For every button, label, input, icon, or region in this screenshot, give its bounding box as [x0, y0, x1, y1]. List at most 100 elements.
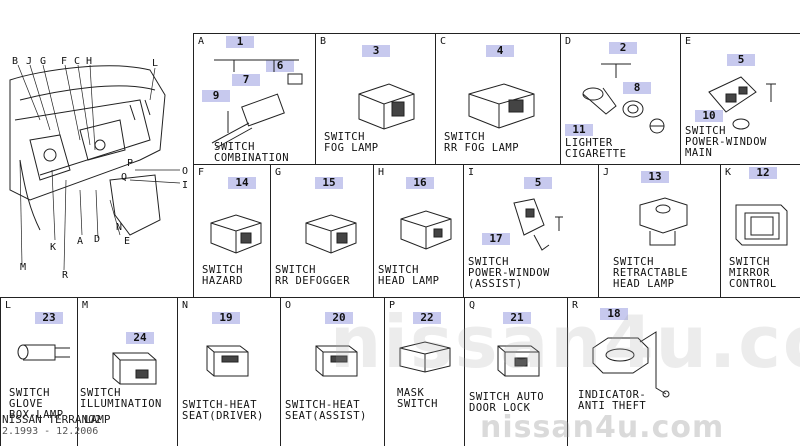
- mirror-control-switch-drawing: [735, 204, 788, 246]
- dash-letter-b: B: [12, 56, 19, 67]
- panel-r: R 18 INDICATOR- ANTI THEFT: [567, 297, 800, 446]
- part-number-9: 9: [202, 90, 230, 102]
- panel-g-label: SWITCH RR DEFOGGER: [275, 264, 351, 287]
- hazard-switch-drawing: [210, 214, 262, 254]
- dash-letter-c: C: [74, 56, 81, 67]
- panel-n-label: SWITCH-HEAT SEAT(DRIVER): [182, 399, 264, 422]
- part-number-4: 4: [486, 45, 514, 57]
- part-number-2: 2: [609, 42, 637, 54]
- anti-theft-indicator-drawing: [592, 331, 670, 398]
- panel-k-label: SWITCH MIRROR CONTROL: [729, 256, 777, 290]
- panel-c: C 4 SWITCH RR FOG LAMP: [435, 33, 560, 164]
- part-number-11: 11: [565, 124, 593, 136]
- panel-b: B 3 SWITCH FOG LAMP: [315, 33, 435, 164]
- panel-o-label: SWITCH-HEAT SEAT(ASSIST): [285, 399, 367, 422]
- panel-o: O 20 SWITCH-HEAT SEAT(ASSIST): [280, 297, 384, 446]
- dash-letter-m: M: [20, 262, 27, 273]
- panel-q-label: SWITCH AUTO DOOR LOCK: [469, 391, 545, 414]
- fog-lamp-switch-drawing: [358, 83, 415, 130]
- panel-e-label: SWITCH POWER-WINDOW MAIN: [685, 125, 767, 159]
- dash-letter-j: J: [26, 56, 33, 67]
- dashboard-illustration: [9, 64, 181, 271]
- panel-j: J 13 SWITCH RETRACTABLE HEAD LAMP: [598, 164, 720, 297]
- part-number-10: 10: [695, 110, 723, 122]
- dash-letter-r: R: [62, 270, 69, 281]
- part-number-14: 14: [228, 177, 256, 189]
- part-number-23: 23: [35, 312, 63, 324]
- panel-b-label: SWITCH FOG LAMP: [324, 131, 379, 154]
- part-number-20: 20: [325, 312, 353, 324]
- panel-a: A 1 7 6 9 SWITCH COMBINATION: [193, 33, 315, 164]
- part-number-8: 8: [623, 82, 651, 94]
- part-number-3: 3: [362, 45, 390, 57]
- dash-letter-n: N: [116, 222, 123, 233]
- dash-letter-a: A: [77, 236, 84, 247]
- dash-letter-h: H: [86, 56, 93, 67]
- power-window-assist-switch-drawing: [513, 198, 563, 251]
- panel-j-label: SWITCH RETRACTABLE HEAD LAMP: [613, 256, 689, 290]
- part-number-21: 21: [503, 312, 531, 324]
- dash-letter-p: P: [127, 158, 134, 169]
- model-name: NISSAN TERRANO2: [2, 413, 102, 426]
- dash-letter-i: I: [182, 180, 189, 191]
- combination-switch-drawing: [211, 59, 303, 149]
- part-number-15: 15: [315, 177, 343, 189]
- panel-i-label: SWITCH POWER-WINDOW (ASSIST): [468, 256, 550, 290]
- part-number-1: 1: [226, 36, 254, 48]
- part-number-22: 22: [413, 312, 441, 324]
- dash-letter-o: O: [182, 166, 189, 177]
- watermark-large: nissan4u.com: [330, 300, 800, 384]
- panel-k: K 12 SWITCH MIRROR CONTROL: [720, 164, 800, 297]
- panel-m-label: SWITCH ILLUMINATION: [80, 387, 162, 410]
- part-number-18: 18: [600, 308, 628, 320]
- production-dates: 2.1993 - 12.2006: [2, 426, 99, 437]
- panel-a-label: SWITCH COMBINATION: [214, 141, 290, 164]
- panel-f-label: SWITCH HAZARD: [202, 264, 243, 287]
- heat-seat-driver-switch-drawing: [206, 345, 249, 377]
- overlap-lamp-text: LAMP: [84, 413, 111, 426]
- illumination-switch-drawing: [112, 352, 157, 385]
- dash-letter-q: Q: [121, 172, 128, 183]
- mask-switch-drawing: [399, 341, 451, 373]
- panel-d-label: LIGHTER CIGARETTE: [565, 137, 627, 160]
- panel-q: Q 21 SWITCH AUTO DOOR LOCK: [464, 297, 567, 446]
- part-number-19: 19: [212, 312, 240, 324]
- part-number-13: 13: [641, 171, 669, 183]
- auto-door-lock-switch-drawing: [497, 345, 540, 377]
- panel-p: P 22 MASK SWITCH: [384, 297, 464, 446]
- panel-d: D 2 8 11 LIGHTER CIGARETTE: [560, 33, 680, 164]
- power-window-main-switch-drawing: [708, 76, 776, 130]
- panel-l-label: SWITCH GLOVE BOX-LAMP: [9, 387, 64, 421]
- panel-r-label: INDICATOR- ANTI THEFT: [578, 389, 647, 412]
- head-lamp-switch-drawing: [400, 210, 452, 250]
- dash-letter-g: G: [40, 56, 47, 67]
- part-number-5-assist: 5: [524, 177, 552, 189]
- dash-letter-e: E: [124, 236, 131, 247]
- rr-defogger-switch-drawing: [305, 214, 357, 254]
- part-number-16: 16: [406, 177, 434, 189]
- watermark-corner: nissan4u.com: [480, 410, 725, 445]
- dash-letter-l: L: [152, 58, 159, 69]
- part-number-7: 7: [232, 74, 260, 86]
- panel-c-label: SWITCH RR FOG LAMP: [444, 131, 520, 154]
- glove-box-lamp-switch-drawing: [17, 344, 70, 361]
- panel-l: L 23 SWITCH GLOVE BOX-LAMP: [0, 297, 77, 446]
- part-number-24: 24: [126, 332, 154, 344]
- panel-g: G 15 SWITCH RR DEFOGGER: [270, 164, 373, 297]
- panel-h-label: SWITCH HEAD LAMP: [378, 264, 440, 287]
- panel-m: M 24 SWITCH ILLUMINATION: [77, 297, 177, 446]
- dash-letter-f: F: [61, 56, 68, 67]
- panel-f: F 14 SWITCH HAZARD: [193, 164, 270, 297]
- dash-letter-k: K: [50, 242, 57, 253]
- panel-i: I 5 17 SWITCH POWER-WINDOW (ASSIST): [463, 164, 598, 297]
- part-number-17: 17: [482, 233, 510, 245]
- part-number-5: 5: [727, 54, 755, 66]
- panel-p-label: MASK SWITCH: [397, 387, 438, 410]
- rr-fog-lamp-switch-drawing: [468, 83, 535, 129]
- part-number-12: 12: [749, 167, 777, 179]
- heat-seat-assist-switch-drawing: [315, 345, 358, 377]
- cigarette-lighter-drawing: [582, 63, 665, 134]
- panel-e: E 5 10 SWITCH POWER-WINDOW MAIN: [680, 33, 800, 164]
- panel-n: N 19 SWITCH-HEAT SEAT(DRIVER): [177, 297, 280, 446]
